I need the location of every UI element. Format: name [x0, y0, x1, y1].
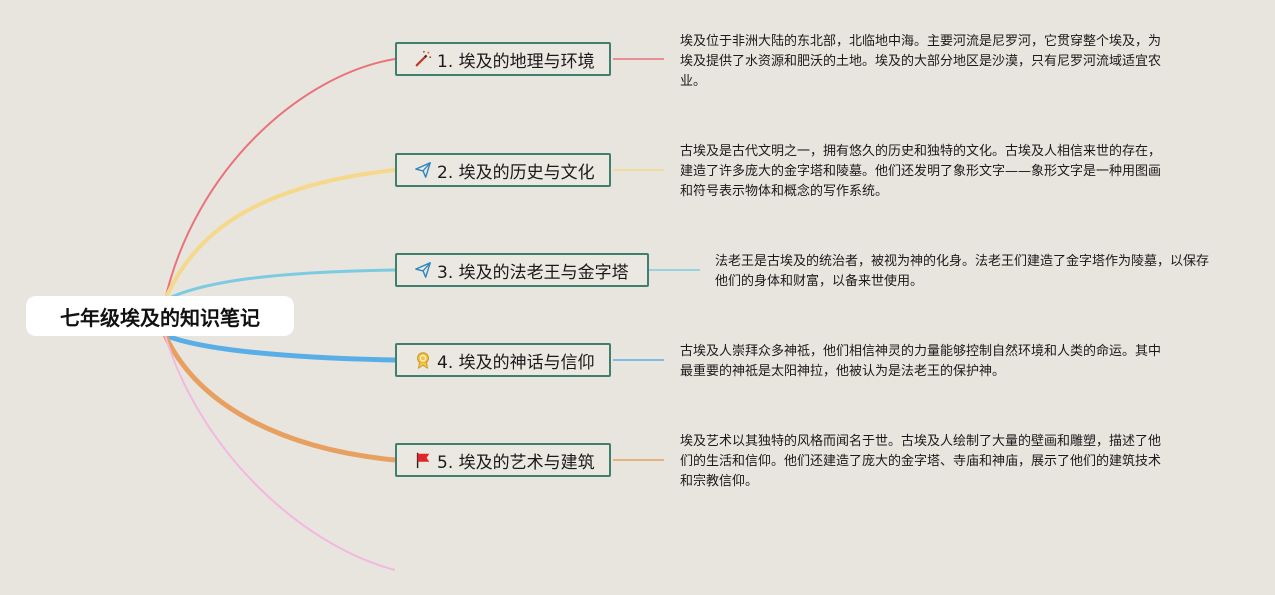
- topic-description: 埃及艺术以其独特的风格而闻名于世。古埃及人绘制了大量的壁画和雕塑，描述了他们的生…: [680, 434, 1162, 489]
- paper-plane-icon: [413, 260, 433, 280]
- topic-label: 2. 埃及的历史与文化: [437, 162, 595, 183]
- topic-description: 古埃及人崇拜众多神祗，他们相信神灵的力量能够控制自然环境和人类的命运。其中最重要…: [680, 344, 1162, 379]
- topic-myth-belief[interactable]: 4. 埃及的神话与信仰: [395, 343, 611, 377]
- red-flag-icon: [413, 450, 433, 470]
- topic-geography[interactable]: 1. 埃及的地理与环境: [395, 42, 611, 76]
- topic-art-architecture[interactable]: 5. 埃及的艺术与建筑: [395, 443, 611, 477]
- branch-line-extra: [164, 334, 396, 571]
- topic-description: 法老王是古埃及的统治者，被视为神的化身。法老王们建造了金字塔作为陵墓，以保存他们…: [715, 254, 1210, 289]
- branch-line-3: [164, 268, 396, 302]
- topic-label: 3. 埃及的法老王与金字塔: [437, 262, 629, 283]
- topic-description: 埃及位于非洲大陆的东北部，北临地中海。主要河流是尼罗河，它贯穿整个埃及，为埃及提…: [680, 34, 1162, 89]
- topic-history-culture[interactable]: 2. 埃及的历史与文化: [395, 153, 611, 187]
- paper-plane-icon: [413, 160, 433, 180]
- branch-line-2: [163, 168, 396, 301]
- topic-label: 4. 埃及的神话与信仰: [437, 352, 595, 373]
- magic-wand-icon: [413, 49, 433, 69]
- topic-label: 5. 埃及的艺术与建筑: [437, 452, 595, 473]
- branch-line-5: [162, 333, 396, 463]
- medal-icon: [413, 350, 433, 370]
- branch-line-4: [164, 332, 396, 363]
- topic-description: 古埃及是古代文明之一，拥有悠久的历史和独特的文化。古埃及人相信来世的存在，建造了…: [680, 144, 1162, 199]
- root-topic[interactable]: 七年级埃及的知识笔记: [26, 296, 294, 336]
- root-title: 七年级埃及的知识笔记: [60, 305, 260, 330]
- branch-line-1: [164, 58, 396, 301]
- topic-pharaoh-pyramid[interactable]: 3. 埃及的法老王与金字塔: [395, 253, 649, 287]
- topic-label: 1. 埃及的地理与环境: [437, 51, 595, 72]
